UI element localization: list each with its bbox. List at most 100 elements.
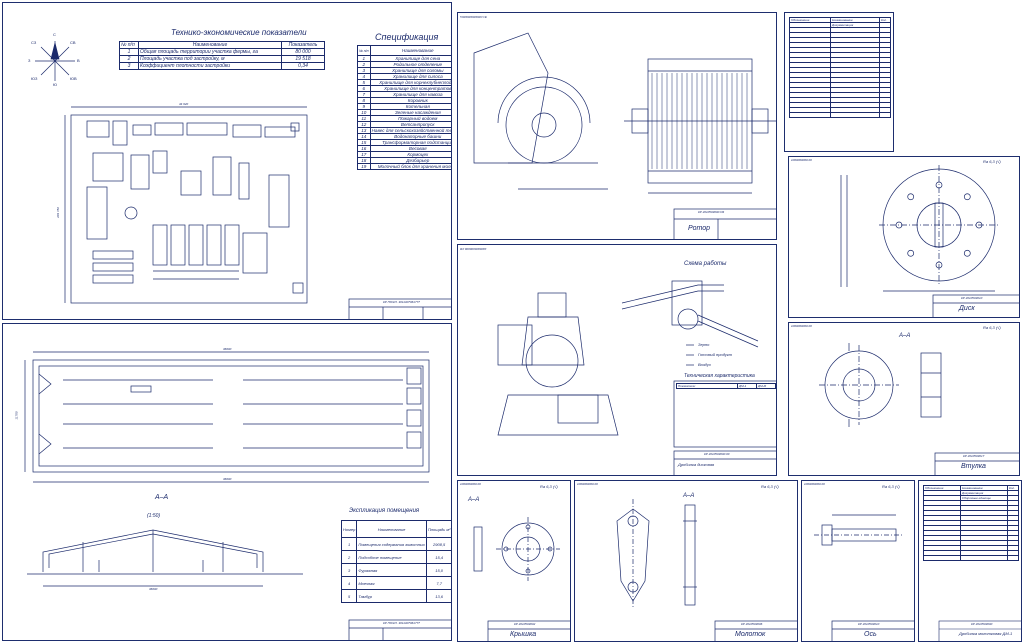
tech-title: Техническая характеристика: [684, 373, 755, 379]
hammer-roughness: Ra 6,3 (√): [761, 484, 779, 489]
spec-row-name: Хранилище для корнеклубнеплодов: [369, 79, 451, 86]
table-cell: Фуражная: [356, 563, 427, 577]
bushing-sheet: 1000000000.00 Ra 6,3 (√) А–А КР 20105030…: [788, 322, 1020, 476]
tech-header-row: Показатели ДМ-1 ДМ-М: [676, 383, 776, 389]
hammer-name: Молоток: [735, 631, 766, 638]
blank-row: [923, 555, 1019, 561]
table-cell: 3: [119, 62, 139, 70]
hammer-code: КР 2010503006: [741, 622, 763, 626]
spec-header-row: № п/п Наименование: [357, 45, 451, 56]
table-cell: 15,4: [425, 550, 451, 564]
legend-grain: Зерно: [698, 342, 710, 347]
spec-row-name: Молочный блок для хранения молока: [369, 163, 451, 170]
section-label: А–А: [155, 494, 169, 501]
spec-right-table: Обозначение Наименование Кол. Документац…: [789, 17, 891, 118]
table-cell: Помещения содержания животных: [356, 537, 427, 551]
explication-header: Наименование: [356, 520, 427, 538]
explication-header: Номер: [340, 520, 358, 538]
tep-header: № п/п: [119, 41, 139, 49]
site-plan-drawing: [35, 41, 451, 319]
axle-stamp: 1000000000.00: [804, 482, 825, 486]
bushing-section-label: А–А: [899, 333, 911, 339]
blank-row: [789, 112, 891, 118]
table-cell: 15,0: [425, 563, 451, 577]
bushing-roughness: Ra 6,3 (√): [983, 325, 1001, 330]
hammer-stamp: 1000000000.00: [577, 482, 598, 486]
explication-header-row: Номер Наименование Площадь м²: [340, 520, 451, 538]
table-cell: 4: [340, 576, 358, 590]
sheet2-code: КР ПОЖЛ. 3011307961777: [383, 621, 420, 625]
barn-plan-drawing: [24, 351, 451, 640]
rotor-name: Ротор: [688, 225, 711, 232]
axle-roughness: Ra 6,3 (√): [882, 484, 900, 489]
tep-header: Показатель: [281, 41, 325, 49]
lid-drawing: [473, 517, 570, 641]
hammer-section-label: А–А: [683, 493, 695, 499]
disk-drawing: [840, 165, 1019, 317]
disk-code: КР 2010503010: [961, 296, 983, 300]
tep-header-row: № п/п Наименование Показатель: [119, 41, 325, 49]
table-cell: 5: [340, 589, 358, 603]
bolt-hole: [963, 193, 971, 201]
table-cell: Подсобное помещение: [356, 550, 427, 564]
spec-right-sheet: Обозначение Наименование Кол. Документац…: [784, 12, 894, 152]
disk-bolt-holes: [895, 181, 983, 269]
table-cell: 2: [119, 55, 139, 63]
table-cell: 2908,5: [425, 537, 451, 551]
rotor-teeth: [651, 73, 748, 169]
spec-bottom-code: КР 2010503000: [971, 622, 993, 626]
rotor-sheet: 1000000000000.СБ КР 2010503000.СБ Ротор: [457, 12, 777, 240]
explication-title: Экспликация помещения: [349, 508, 420, 514]
tep-title: Технико-экономические показатели: [171, 28, 307, 37]
tech-header: Показатели: [676, 383, 738, 389]
table-cell: Коэффициент плотности застройки: [138, 62, 282, 70]
spec-bottom-sheet: Обозначение Наименование Кол. Документац…: [918, 480, 1022, 642]
table-cell: 2: [340, 550, 358, 564]
spec-header-name: Наименование: [369, 45, 451, 56]
site-plan-sheet: С СВ В ЮВ Ю ЮЗ З СЗ Технико-экономически…: [2, 2, 452, 320]
hammer-sheet: 1000000000.00 Ra 6,3 (√) А–А КР 20105030…: [574, 480, 798, 642]
disk-sheet: 1000000000.00 Ra 6,3 (√) КР 2010503010 Д…: [788, 156, 1020, 318]
assembly-name: Дробилка дисковая: [678, 462, 715, 467]
tech-table: Показатели ДМ-1 ДМ-М: [676, 383, 776, 389]
compass-n: С: [53, 32, 56, 37]
disk-roughness: Ra 6,3 (√): [983, 159, 1001, 164]
assembly-drawing: [497, 280, 776, 475]
axle-sheet: 1000000000.00 Ra 6,3 (√) КР 2010503010 О…: [801, 480, 915, 642]
rotor-stamp: 1000000000000.СБ: [460, 15, 487, 19]
compass-w: З: [28, 58, 31, 63]
barn-plan-sheet: 36000 11700 36000 А–А (1:50) 36000 Экспл…: [2, 323, 452, 641]
table-cell: 1: [119, 48, 139, 56]
table-cell: 19 518: [281, 55, 325, 63]
lid-sheet: 1000000000.00 Ra 6,3 (√) А–А КР 20105030…: [457, 480, 571, 642]
axle-drawing: [814, 514, 914, 641]
bolt-hole: [895, 221, 903, 229]
lid-name: Крышка: [510, 631, 537, 638]
table-cell: Моечная: [356, 576, 427, 590]
lid-code: КР 2010503002: [514, 622, 536, 626]
lid-roughness: Ra 6,3 (√): [540, 484, 558, 489]
bolt-hole: [975, 221, 983, 229]
table-cell: 7,7: [425, 576, 451, 590]
section-dim: 36000: [149, 587, 158, 591]
bolt-hole: [935, 261, 943, 269]
table-cell: 13,6: [425, 589, 451, 603]
spec-bottom-table: Обозначение Наименование Кол. Документац…: [923, 485, 1019, 561]
tech-header: ДМ-М: [756, 383, 776, 389]
dim-height: 203 782: [55, 207, 60, 218]
sheet1-code: КР ПОЖЛ. 3011307961777: [383, 300, 420, 304]
spec-header-no: № п/п: [357, 45, 371, 56]
bushing-name: Втулка: [961, 463, 986, 470]
axle-name: Ось: [864, 631, 877, 638]
rotor-drawing: [473, 32, 776, 239]
explication-header: Площадь м²: [425, 520, 451, 538]
dim-bottom: 36000: [223, 477, 232, 481]
spec-bottom-name: Дробилка молотковая ДМ-1: [959, 631, 1013, 636]
